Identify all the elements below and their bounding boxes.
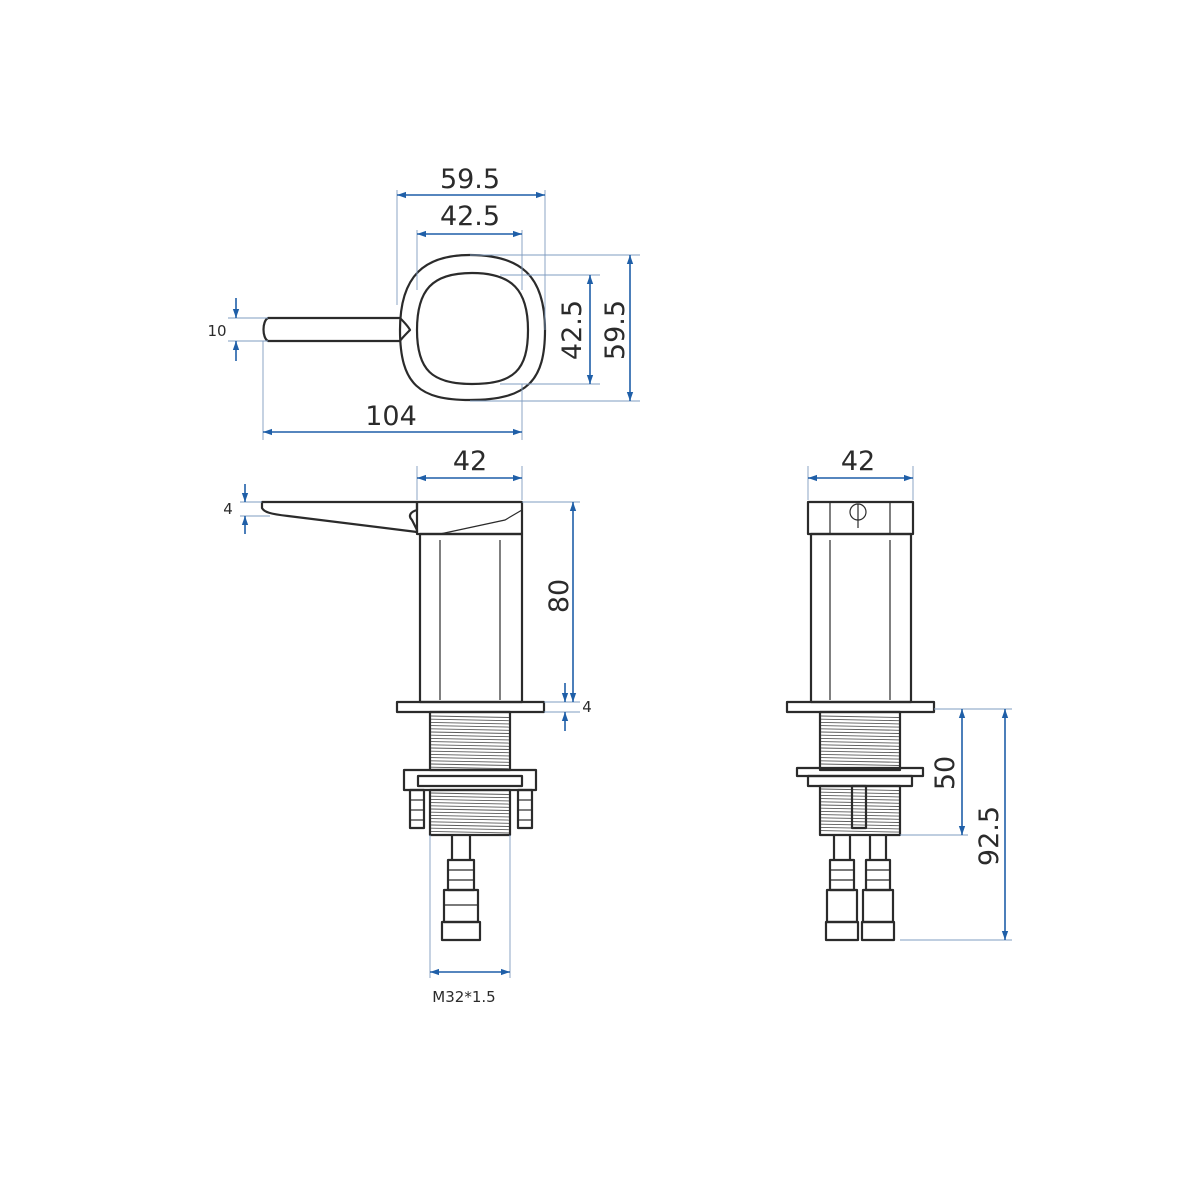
front-view-thread (402, 710, 538, 837)
front-view: 42 80 4 4 M32*1.5 (223, 446, 592, 1006)
side-view: 42 50 92.5 (785, 446, 1012, 942)
front-view-body (418, 532, 524, 704)
top-view-lever (262, 316, 412, 343)
label-side-shank-length: 50 (930, 756, 961, 790)
front-view-cap (415, 500, 524, 536)
label-top-overall-length: 104 (365, 401, 417, 432)
label-side-total-length: 92.5 (974, 806, 1005, 866)
side-view-flange (785, 700, 936, 714)
label-top-inner-height: 42.5 (557, 300, 588, 360)
label-top-inner-width: 42.5 (440, 201, 500, 232)
top-view-ring-outer (398, 253, 547, 402)
label-front-thread-spec: M32*1.5 (432, 988, 495, 1006)
label-top-outer-height: 59.5 (600, 300, 631, 360)
top-view-ring-inner (415, 271, 530, 386)
side-view-body (809, 532, 913, 704)
side-view-hoses (824, 835, 896, 942)
front-view-hose (440, 835, 482, 942)
label-top-outer-width: 59.5 (440, 164, 500, 195)
label-front-body-width: 42 (453, 446, 487, 477)
label-side-body-width: 42 (841, 446, 875, 477)
label-front-body-height: 80 (544, 579, 575, 613)
label-front-lever-thickness: 4 (223, 500, 233, 518)
front-view-lever (260, 500, 419, 534)
front-view-flange (395, 700, 546, 714)
top-view: 59.5 42.5 42.5 59.5 10 104 (207, 164, 640, 440)
label-top-handle-thickness: 10 (207, 322, 226, 340)
side-view-thread (795, 710, 925, 837)
side-view-cap (806, 500, 915, 536)
label-front-flange-thickness: 4 (582, 698, 592, 716)
